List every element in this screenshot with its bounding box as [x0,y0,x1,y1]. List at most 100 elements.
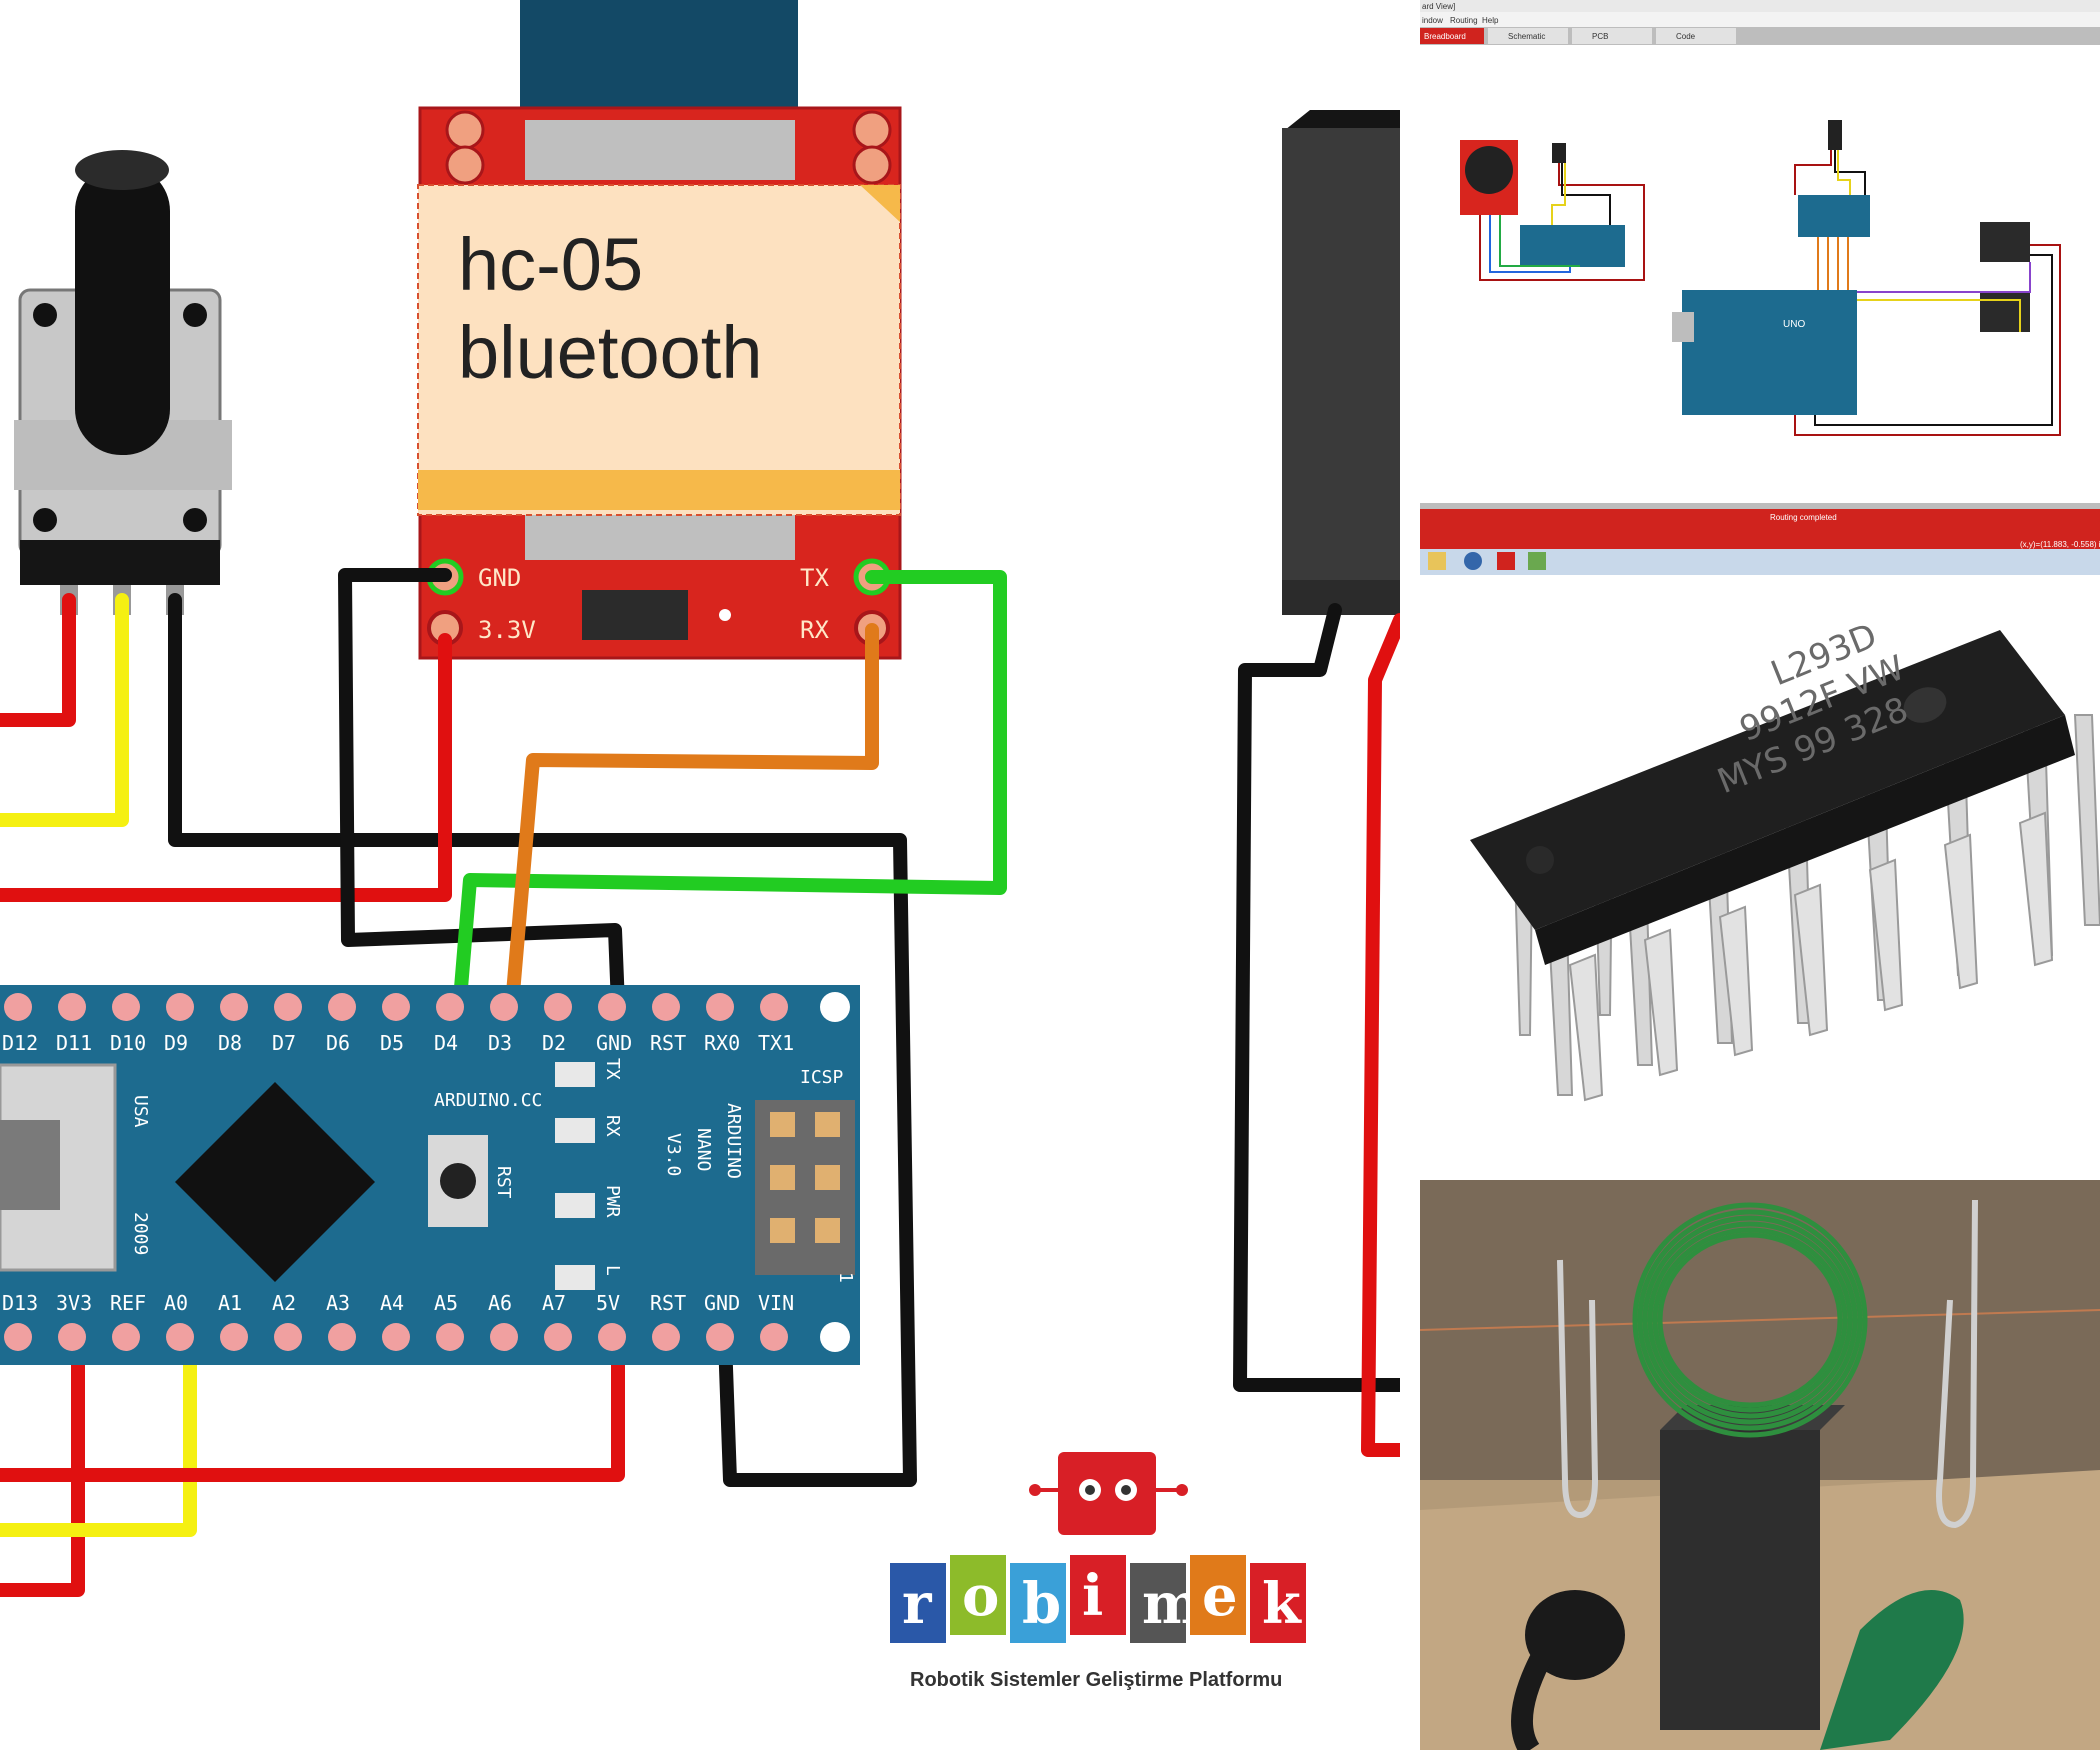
bt-note-line2: bluetooth [458,311,763,394]
uno-label: UNO [1783,319,1805,330]
menu-window[interactable]: indow [1422,16,1443,25]
taskbar-explorer-icon[interactable] [1428,552,1446,570]
logo-letter-tile [1070,1555,1126,1635]
bt-label-rx: RX [800,616,829,644]
nano-usa: USA [130,1095,151,1128]
logo-letter-tile [1190,1555,1246,1635]
nano-top-pin-d2 [544,993,572,1021]
logo-letter: o [962,1563,999,1629]
nano-top-pin-d3 [490,993,518,1021]
nano-bottom-pin-label: A5 [434,1291,458,1315]
nano-bottom-pin-a4 [382,1323,410,1351]
svg-text:Schematic: Schematic [1508,32,1545,41]
nano-bottom-pin-label: D13 [2,1291,38,1315]
svg-text:Code: Code [1676,32,1696,41]
coords-readout: (x,y)=(11.883, -0.558) in [2020,540,2100,549]
nano-top-pin-label: D8 [218,1031,242,1055]
green-wire-coil [1632,1202,1868,1438]
alligator-clip [1820,1590,1964,1750]
bt-note-line1: hc-05 [458,223,643,306]
nano-bottom-pin-a2 [274,1323,302,1351]
taskbar-app-icon[interactable] [1528,552,1546,570]
taskbar-chrome-icon[interactable] [1464,552,1482,570]
nano-top-pin-label: D7 [272,1031,296,1055]
taskbar-fritzing-icon[interactable] [1497,552,1515,570]
nano-bottom-pin-label: A3 [326,1291,350,1315]
nano-bottom-pin-d13 [4,1323,32,1351]
menu-help[interactable]: Help [1482,16,1499,25]
fritzing-window: ard View] indow Routing Help Breadboard … [1420,0,2100,575]
nano-top-pin-d11 [58,993,86,1021]
nano-icsp-one: 1 [835,1272,856,1283]
nano-brand: ARDUINO.CC [434,1090,542,1111]
paperclip-left [1557,1259,1599,1519]
nano-top-pin-d8 [220,993,248,1021]
nano-led-tx: TX [602,1058,623,1080]
tab-pcb[interactable] [1572,28,1652,44]
nano-top-pin-d12 [4,993,32,1021]
tab-code[interactable] [1656,28,1736,44]
nano-bottom-pin-label: A2 [272,1291,296,1315]
nano-bottom-pin-vin [760,1323,788,1351]
nano-top-pin-label: D10 [110,1031,146,1055]
bt-label-gnd: GND [478,564,521,592]
logo-letter: i [1082,1563,1103,1629]
nano-bottom-pin-gnd [706,1323,734,1351]
tab-breadboard[interactable] [1420,28,1484,44]
svg-text:PCB: PCB [1592,32,1608,41]
menu-routing[interactable]: Routing [1450,16,1478,25]
nano-top-pin-label: D11 [56,1031,92,1055]
nano-top-pin-d10 [112,993,140,1021]
nano-led-l: L [602,1265,623,1276]
nano-top-pin-label: D4 [434,1031,458,1055]
nano-model-line2: NANO [693,1128,714,1171]
logo-letter: r [902,1571,933,1637]
nano-top-pin-d7 [274,993,302,1021]
nano-top-pin-label: TX1 [758,1031,794,1055]
potentiometer [14,150,232,615]
nano-led-pwr: PWR [602,1185,623,1218]
nano-top-pin-d9 [166,993,194,1021]
nano-top-pin-label: RX0 [704,1031,740,1055]
svg-text:Breadboard: Breadboard [1424,32,1466,41]
nano-top-pin-tx1 [760,993,788,1021]
ic-photo: L293D 9912F VW MYS 99 328 [1420,595,2100,1155]
nano-icsp: ICSP [800,1067,844,1088]
nano-top-pin-d6 [328,993,356,1021]
logo-letter-tile [1250,1563,1306,1643]
breadboard-canvas[interactable]: UNO [1420,45,2100,505]
nano-bottom-pin-a1 [220,1323,248,1351]
nano-bottom-pin-rst [652,1323,680,1351]
magnet-block [1660,1430,1820,1730]
logo-tagline: Robotik Sistemler Geliştirme Platformu [910,1669,1282,1691]
nano-model-line1: ARDUINO [723,1103,744,1179]
magnet-coil-photo [1420,1180,2100,1750]
nano-rst-label: RST [493,1166,514,1199]
nano-top-pin-label: RST [650,1031,686,1055]
window-title: ard View] [1422,2,1455,11]
logo-letter: b [1022,1571,1061,1637]
nano-bottom-pin-label: REF [110,1291,146,1315]
arduino-nano: ARDUINO.CC USA 2009 RST TX RX PWR L ARDU… [0,985,860,1365]
logo-letter-tile [1130,1563,1186,1643]
nano-bottom-pin-label: GND [704,1291,740,1315]
nano-year: 2009 [130,1212,151,1255]
logo-letter: e [1202,1563,1238,1629]
nano-top-pin-label: D9 [164,1031,188,1055]
bt-label-3v3: 3.3V [478,616,536,644]
ic-pins-front [1568,811,2054,1102]
nano-bottom-pin-a7 [544,1323,572,1351]
right-component [1282,110,1400,615]
nano-bottom-pin-label: A4 [380,1291,404,1315]
nano-bottom-pin-label: A6 [488,1291,512,1315]
tab-schematic[interactable] [1488,28,1568,44]
paperclip-right [1936,1199,1978,1529]
nano-bottom-pin-a6 [490,1323,518,1351]
nano-top-pin-label: D3 [488,1031,512,1055]
nano-bottom-pin-a5 [436,1323,464,1351]
nano-top-pin-rst [652,993,680,1021]
nano-top-pin-d4 [436,993,464,1021]
